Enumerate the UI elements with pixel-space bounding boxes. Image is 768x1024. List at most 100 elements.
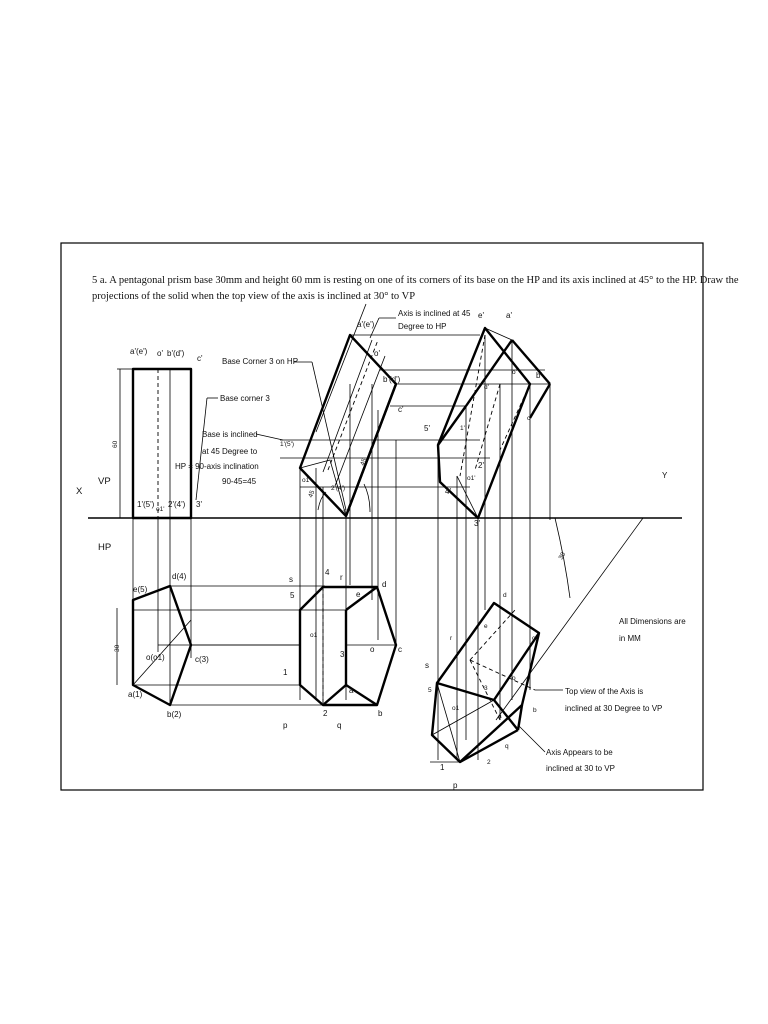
fv1-label-24: 2'(4'): [168, 500, 186, 509]
angle-30-label: 30: [558, 551, 568, 561]
horizontal-projectors-top: [133, 585, 325, 706]
svg-text:Base is inclined: Base is inclined: [202, 430, 258, 439]
annotation-base-inclined: Base is inclined at 45 Degree to HP = 90…: [175, 430, 284, 486]
svg-text:All Dimensions are: All Dimensions are: [619, 617, 686, 626]
tv2-label-s: s: [289, 575, 293, 584]
stage1-projectors: [132, 518, 192, 705]
hp-label: HP: [98, 542, 111, 553]
svg-text:at 45 Degree to: at 45 Degree to: [202, 447, 258, 456]
tv3-label-p: p: [453, 781, 458, 790]
svg-text:in MM: in MM: [619, 634, 641, 643]
fv2-label-3: 3': [343, 509, 348, 516]
stage1-top-view: 30 e(5) d(4) o(o1) c(3) a(1) b(2): [114, 572, 209, 719]
fv1-label-ae: a'(e'): [130, 347, 148, 356]
fv3-label-e: e': [478, 311, 484, 320]
y-label: Y: [662, 471, 668, 480]
fv1-label-c: c': [197, 354, 203, 363]
tv3-label-o: o: [512, 675, 516, 682]
tv2-label-r: r: [340, 573, 343, 582]
fv3-label-4: 4': [445, 487, 451, 496]
annotation-top-view-axis: Top view of the Axis is inclined at 30 D…: [535, 687, 662, 713]
annotation-axis-45: Axis is inclined at 45 Degree to HP: [369, 309, 471, 339]
fv3-label-2: 2': [478, 461, 484, 470]
tv2-label-o: o: [370, 645, 375, 654]
svg-text:Top view of the Axis is: Top view of the Axis is: [565, 687, 643, 696]
stage2-front-view: a'(e') o' b'(d') c' 1'(5') o1' 2'(4') 3'…: [280, 303, 404, 518]
stage2-top-view: s 5 4 r d e o1 3 o c 1 a 2 b p q: [283, 568, 402, 730]
tv2-label-o1: o1: [310, 632, 318, 639]
fv1-label-o1: o1': [156, 506, 164, 513]
fv1-label-bd: b'(d'): [167, 349, 185, 358]
tv2-label-p: p: [283, 721, 288, 730]
tv2-label-1: 1: [283, 668, 288, 677]
tv2-label-2: 2: [323, 709, 328, 718]
fv2-label-o1: o1': [302, 477, 310, 484]
tv1-label-a1: a(1): [128, 690, 143, 699]
svg-text:HP = 90-axis inclination: HP = 90-axis inclination: [175, 462, 259, 471]
tv2-label-4: 4: [325, 568, 330, 577]
tv3-label-e: e: [484, 623, 488, 630]
tv3-label-5: 5: [428, 687, 432, 694]
tv3-label-2: 2: [487, 759, 491, 766]
stage1-front-view: 60 a'(e') o' b'(d') c' 1'(5') o1' 2'(4')…: [112, 347, 203, 520]
fv2-label-c: c': [398, 405, 404, 414]
svg-text:Axis Appears to be: Axis Appears to be: [546, 748, 613, 757]
fv1-label-3: 3': [196, 500, 202, 509]
tv1-label-b2: b(2): [167, 710, 182, 719]
tv2-label-5: 5: [290, 591, 295, 600]
tv2-label-a: a: [349, 686, 354, 695]
fv3-label-o: o': [512, 369, 517, 376]
stage3-top-view: s r e d c o a b q p 1 2 3 5 o1: [425, 592, 541, 790]
fv2-label-bd: b'(d'): [383, 375, 401, 384]
tv3-label-c: c: [532, 635, 536, 642]
tv3-label-b: b: [533, 707, 537, 714]
fv3-label-1: 1': [460, 425, 465, 432]
drawing-frame: [60, 242, 704, 791]
svg-text:Axis is inclined at 45: Axis is inclined at 45: [398, 309, 471, 318]
fv3-label-a: a': [506, 311, 512, 320]
angle-45-b: 45: [359, 457, 368, 467]
stage3-projectors: [437, 335, 551, 760]
tv3-label-3: 3: [484, 685, 488, 692]
tv2-label-b: b: [378, 709, 383, 718]
svg-text:90-45=45: 90-45=45: [222, 477, 257, 486]
svg-text:inclined at 30 to VP: inclined at 30 to VP: [546, 764, 615, 773]
tv3-label-1: 1: [440, 763, 445, 772]
annotation-corner3-hp: Base Corner 3 on HP: [222, 357, 347, 511]
fv3-label-5: 5': [424, 424, 430, 433]
annotation-axis-30: Axis Appears to be inclined at 30 to VP: [517, 724, 615, 773]
tv2-label-d: d: [382, 580, 386, 589]
problem-statement-line-2: projections of the solid when the top vi…: [92, 291, 415, 302]
tv2-label-q: q: [337, 721, 341, 730]
fv3-label-b: b': [536, 371, 542, 380]
angle-45-a: 45: [307, 489, 316, 499]
tv3-label-d: d: [503, 592, 507, 599]
svg-text:Base corner 3: Base corner 3: [220, 394, 270, 403]
fv3-label-c: c': [527, 415, 532, 422]
tv3-label-a: a: [498, 713, 502, 720]
vp-label: VP: [98, 476, 111, 487]
fv3-label-o1: o1': [467, 475, 475, 482]
svg-text:inclined at 30 Degree to VP: inclined at 30 Degree to VP: [565, 704, 662, 713]
tv3-label-s: s: [425, 661, 429, 670]
height-dimension: 60: [112, 440, 119, 448]
fv3-label-3: 3': [474, 519, 480, 528]
svg-text:Base Corner 3 on HP: Base Corner 3 on HP: [222, 357, 298, 366]
base-dimension: 30: [114, 644, 121, 652]
fv2-label-15: 1'(5'): [280, 441, 294, 448]
x-label: X: [76, 486, 83, 497]
tv2-label-c: c: [398, 645, 402, 654]
stage3-front-view: e' a' o' b' d' c' 5' 1' 2' o1' 4' 3': [424, 311, 552, 528]
problem-statement-line-1: 5 a. A pentagonal prism base 30mm and he…: [92, 275, 739, 286]
fv1-label-o: o': [157, 349, 163, 358]
tv1-label-d4: d(4): [172, 572, 187, 581]
tv2-label-3: 3: [340, 650, 345, 659]
tv1-label-e5: e(5): [133, 585, 148, 594]
angle-30-construction: 30: [495, 517, 644, 721]
svg-text:Degree to HP: Degree to HP: [398, 322, 446, 331]
tv3-label-q: q: [505, 743, 509, 750]
tv3-label-o1: o1: [452, 705, 460, 712]
fv2-label-o: o': [374, 349, 380, 358]
tv1-label-c3: c(3): [195, 655, 209, 664]
